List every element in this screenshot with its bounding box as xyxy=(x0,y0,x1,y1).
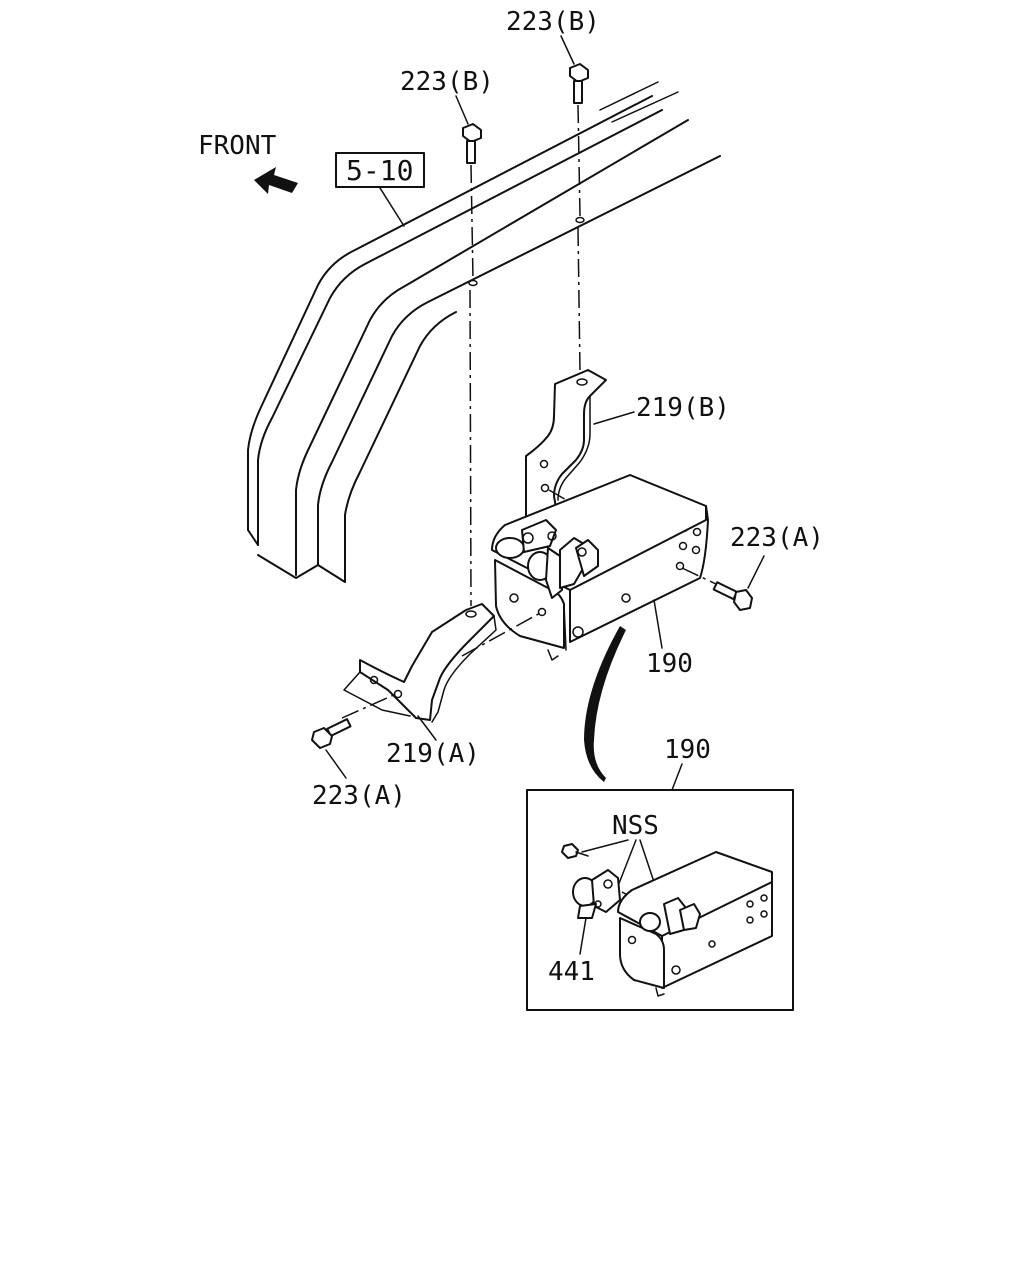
bracket-219a: 219(A) xyxy=(343,289,543,769)
assembly-190-label: 190 xyxy=(646,649,693,679)
assembly-190: 190 xyxy=(491,474,709,679)
bolt-223a-left-label: 223(A) xyxy=(312,781,406,811)
bolt-icon xyxy=(462,123,482,143)
detail-inset: 190 NSS 441 xyxy=(526,735,794,1011)
screw-icon xyxy=(561,843,579,859)
bolt-223a-right: 223(A) xyxy=(681,523,824,611)
inset-assembly-label: 190 xyxy=(664,735,711,765)
frame-rail xyxy=(247,81,721,583)
inset-frame xyxy=(526,789,794,1011)
bracket-219b-label: 219(B) xyxy=(636,393,730,423)
reference-label: 5-10 xyxy=(346,154,413,187)
bolt-icon xyxy=(569,63,589,83)
bracket-219a-label: 219(A) xyxy=(386,739,480,769)
front-label: FRONT xyxy=(198,131,277,161)
bolt-223a-right-label: 223(A) xyxy=(730,523,824,553)
bolt-223b-top-label: 223(B) xyxy=(506,7,600,37)
front-direction-arrow: FRONT xyxy=(198,131,298,194)
bolt-223b-left-label: 223(B) xyxy=(400,67,494,97)
inset-part-label: 441 xyxy=(548,957,595,987)
detail-callout-pointer xyxy=(584,626,626,782)
bolt-icon xyxy=(733,589,753,611)
inset-nss-label: NSS xyxy=(612,811,659,841)
bolt-223a-left: 223(A) xyxy=(311,693,406,811)
bolt-icon xyxy=(311,727,333,749)
reference-box: 5-10 xyxy=(335,152,425,227)
front-arrow-icon xyxy=(254,167,298,194)
bolt-223b-left: 223(B) xyxy=(400,67,494,287)
bolt-223b-top: 223(B) xyxy=(506,7,600,373)
